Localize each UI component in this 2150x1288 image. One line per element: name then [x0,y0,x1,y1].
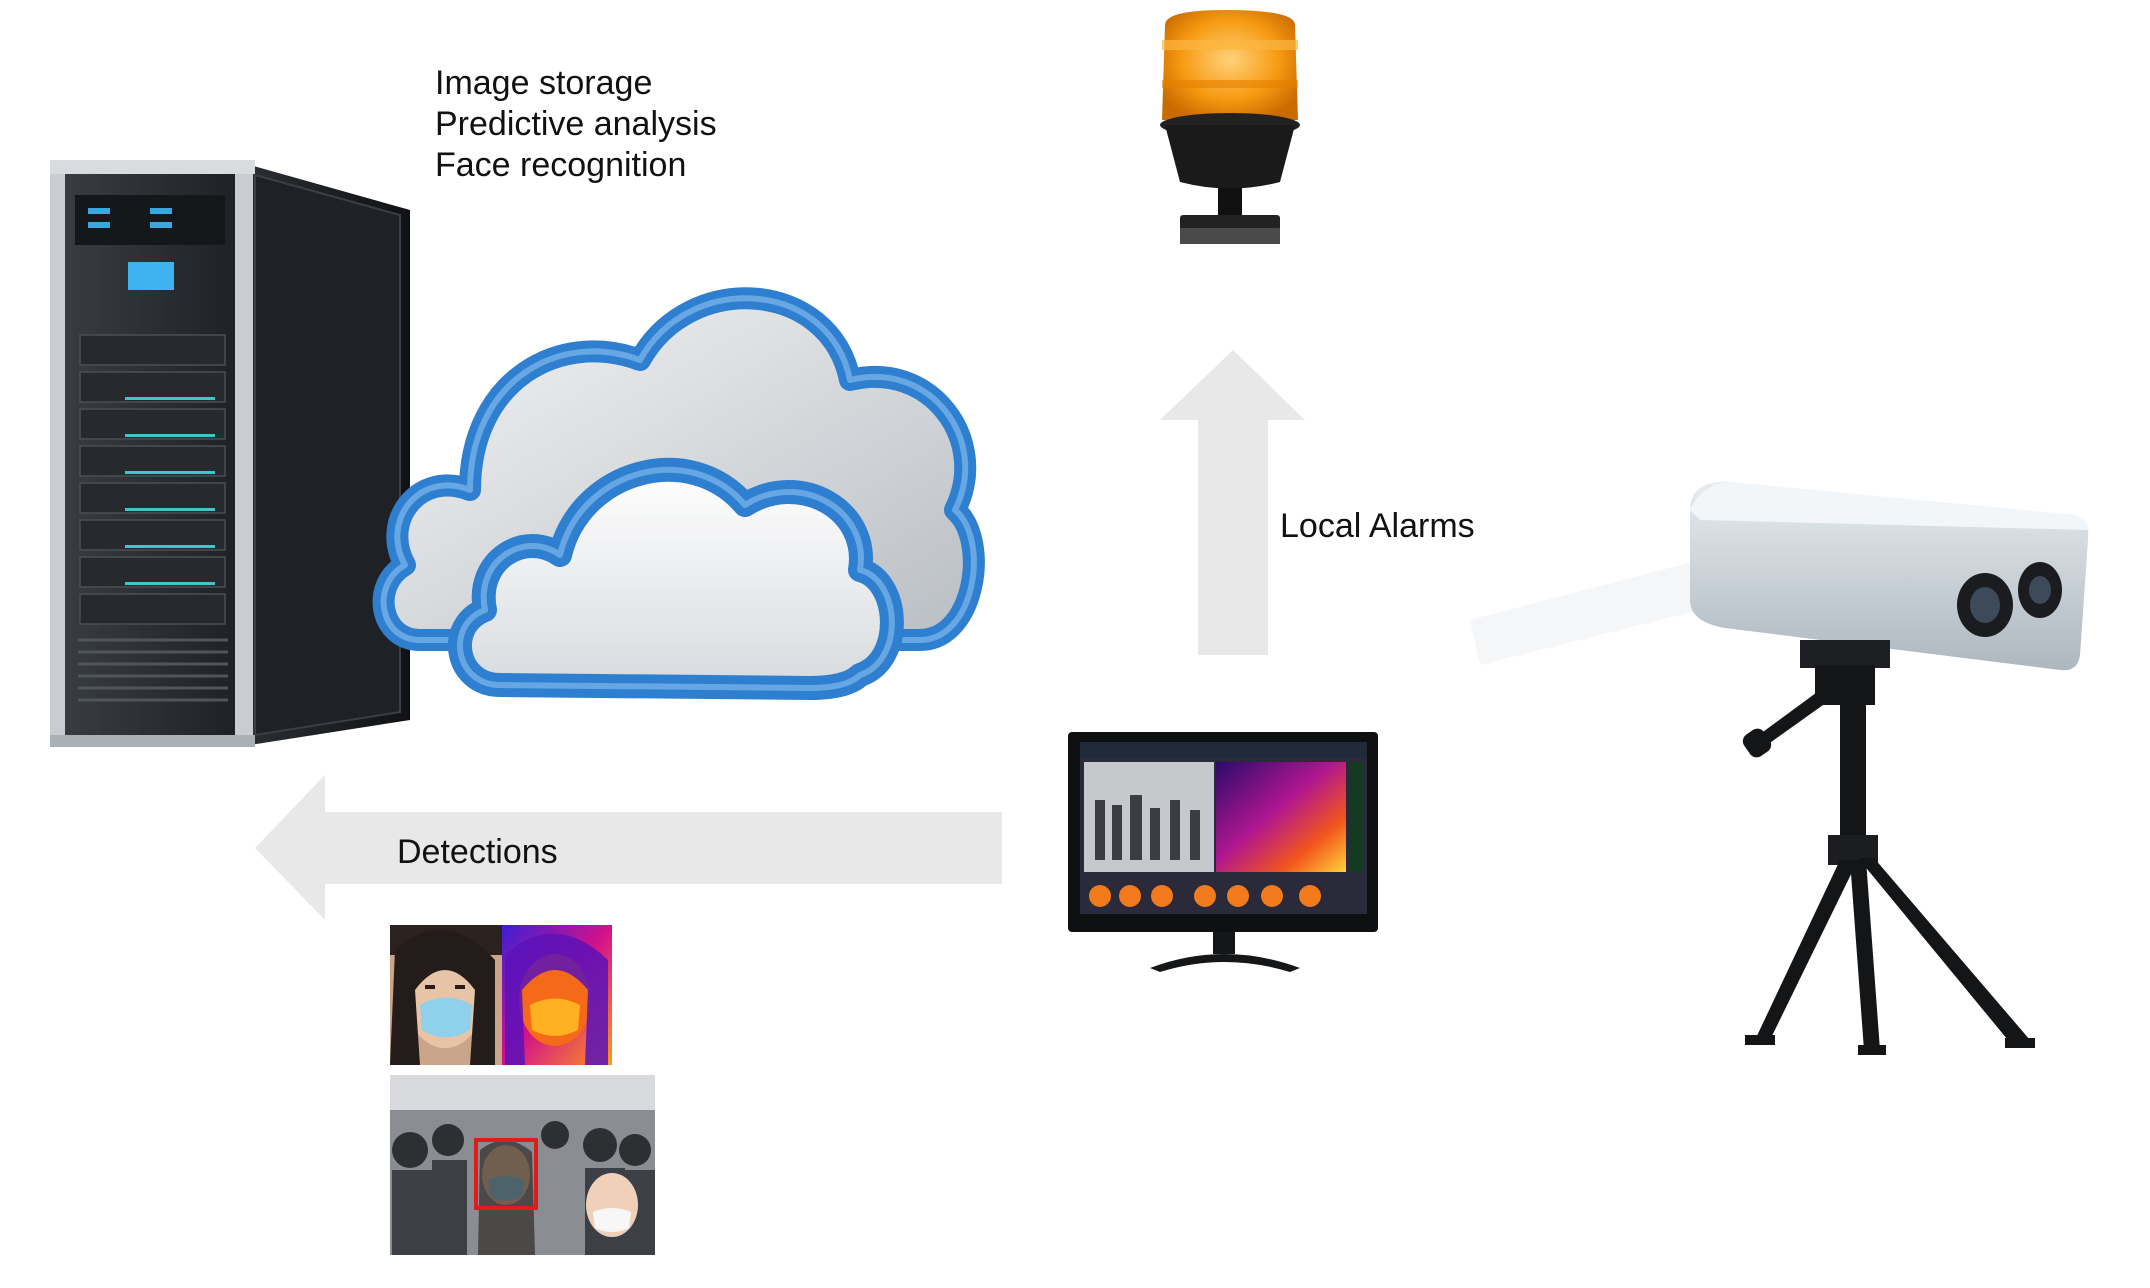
cloud-icon [372,287,985,700]
service-image-storage: Image storage [435,64,653,102]
service-face-recognition: Face recognition [435,146,687,184]
face-detection-images [390,925,655,1255]
local-alarms-arrow [1160,350,1305,655]
service-predictive-analysis: Predictive analysis [435,105,717,143]
detections-label: Detections [397,833,558,871]
beacon-light-icon [1160,10,1300,244]
thermal-face-image [502,925,612,1065]
visible-face-image [390,925,502,1065]
crowd-detection-image [390,1075,655,1255]
detections-arrow [255,775,1002,920]
monitor-icon [1068,732,1378,972]
thermal-camera-icon [1470,481,2089,1055]
server-tower [50,160,410,747]
local-alarms-label: Local Alarms [1280,507,1475,545]
cloud-services-list: Image storage Predictive analysis Face r… [435,63,717,186]
detection-box [474,1138,538,1210]
